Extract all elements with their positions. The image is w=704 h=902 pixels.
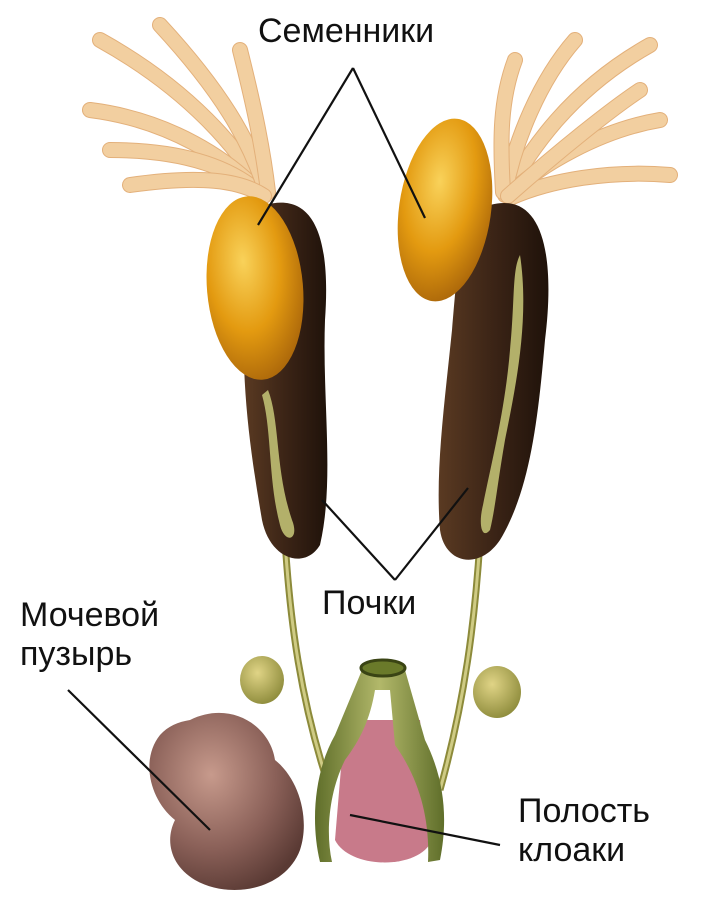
seminal-vesicle-left [240, 656, 284, 704]
urinary-bladder [149, 713, 303, 890]
label-testes: Семенники [258, 12, 434, 51]
fat-body-right [501, 40, 670, 198]
label-kidneys: Почки [322, 584, 416, 623]
seminal-vesicle-right [473, 666, 521, 718]
fat-body-left [90, 25, 268, 196]
label-cloaca: Полость клоаки [518, 792, 650, 870]
label-bladder: Мочевой пузырь [20, 596, 159, 674]
cloaca-opening [361, 660, 405, 676]
